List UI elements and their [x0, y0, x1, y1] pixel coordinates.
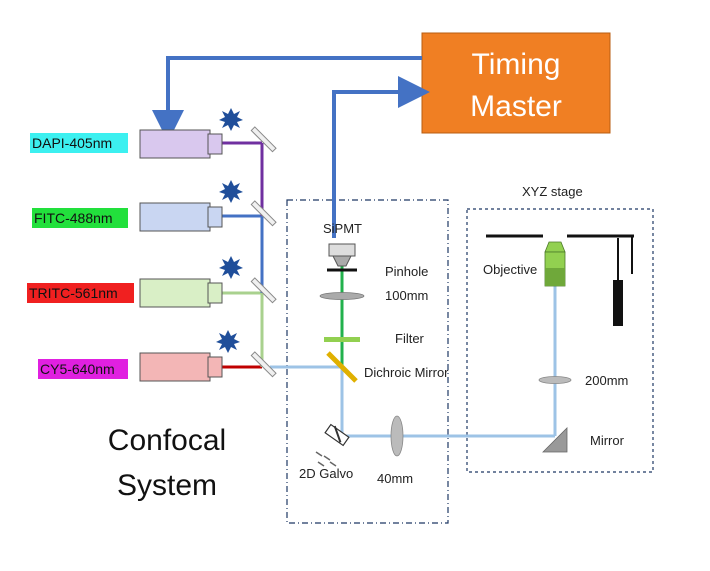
xyz-stage-label: XYZ stage — [522, 184, 583, 199]
laser-tritc — [139, 278, 223, 308]
laser-label-bg-tritc — [27, 283, 134, 303]
lens-40mm-label: 40mm — [377, 471, 413, 486]
xyz-stage-structure — [486, 234, 634, 326]
laser-label-bg-fitc — [32, 208, 128, 228]
laser-label-tritc: TRITC-561nm — [29, 285, 118, 301]
starburst-icon — [219, 256, 243, 279]
laser-fitc — [139, 202, 223, 232]
laser-label-cy5: CY5-640nm — [40, 361, 115, 377]
combiner-mirror-3 — [250, 277, 277, 304]
sipmt-label: SiPMT — [323, 221, 362, 236]
pinhole-size-label: 100mm — [385, 288, 428, 303]
starburst-icon — [216, 330, 240, 353]
laser-label-fitc: FITC-488nm — [34, 210, 113, 226]
lens-200mm-label: 200mm — [585, 373, 628, 388]
filter-label: Filter — [395, 331, 425, 346]
combiner-mirror-1 — [250, 126, 277, 153]
pinhole-lens — [319, 292, 365, 300]
objective-lens — [544, 241, 566, 287]
starburst-icon — [219, 180, 243, 203]
dichroic-mirror — [326, 351, 358, 383]
system-label-line1: Confocal — [108, 424, 226, 457]
timing-master-box — [421, 32, 611, 134]
laser-cy5 — [139, 352, 223, 382]
combiner-mirror-4 — [250, 351, 277, 378]
starburst-icons — [216, 108, 243, 353]
combiner-mirror-2 — [250, 200, 277, 227]
mirror-label: Mirror — [590, 433, 625, 448]
laser-label-dapi: DAPI-405nm — [32, 135, 112, 151]
galvo-label: 2D Galvo — [299, 466, 353, 481]
objective-label: Objective — [483, 262, 537, 277]
confocal-box — [286, 199, 449, 524]
laser-label-bg-dapi — [30, 133, 128, 153]
laser-dapi — [139, 129, 223, 159]
system-label-line2: System — [117, 469, 217, 502]
galvo-scanner — [315, 423, 350, 467]
lens-40mm — [390, 415, 404, 457]
pinhole-label: Pinhole — [385, 264, 428, 279]
xyz-stage-box — [466, 208, 654, 473]
laser-label-bg-cy5 — [38, 359, 128, 379]
timing-to-laser-arrow — [152, 56, 422, 142]
timing-master-line1: Timing — [472, 48, 561, 81]
filter-element — [324, 337, 360, 342]
dichroic-label: Dichroic Mirror — [364, 365, 449, 380]
starburst-icon — [219, 108, 243, 131]
lens-200mm — [538, 376, 572, 384]
timing-master-line2: Master — [470, 90, 562, 123]
detector-to-timing-arrow — [332, 76, 430, 238]
fold-mirror — [542, 427, 568, 453]
sipmt-detector — [327, 243, 357, 272]
